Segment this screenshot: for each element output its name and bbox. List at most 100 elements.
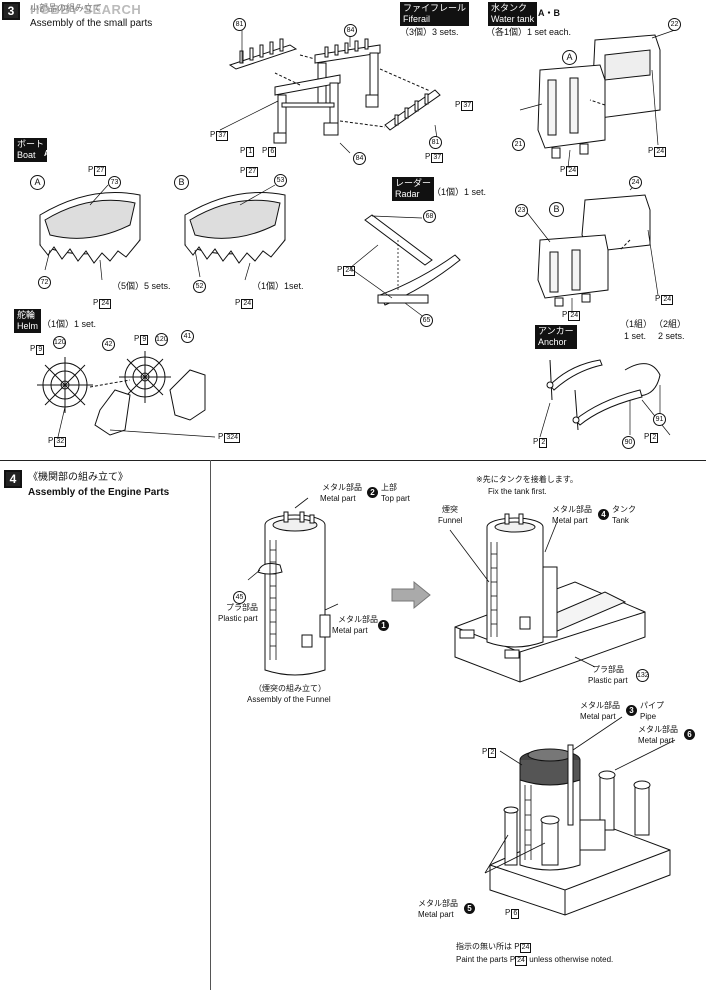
boat-part-52: 52 xyxy=(193,280,206,293)
radar-label-en: Radar xyxy=(395,189,420,199)
paint-note-code-2: 24 xyxy=(515,956,527,966)
watertank-paint-24-c-code: 24 xyxy=(661,295,674,305)
helm-part-120-b: 120 xyxy=(155,333,168,346)
paint-note-en-1: Paint the parts xyxy=(456,955,508,964)
fiferail-label-en: Fiferail xyxy=(403,14,431,24)
metal-number-6: 6 xyxy=(684,729,695,740)
pipe-paint-2-code: 2 xyxy=(488,748,497,758)
funnel-top-part-en: Top part xyxy=(381,494,410,503)
anchor-label: アンカー Anchor xyxy=(535,325,577,349)
funnel-caption-jp: （煙突の組み立て） xyxy=(254,684,326,693)
helm-paint-9-a-code: 9 xyxy=(36,345,45,355)
tank-metal-part-jp: メタル部品 xyxy=(552,505,592,514)
fiferail-qty: （3個）3 sets. xyxy=(400,27,459,37)
assembly-arrow-icon xyxy=(391,580,431,610)
funnel-metal-number-2: 2 xyxy=(367,487,378,498)
watertank-label: 水タンク Water tank xyxy=(488,2,538,26)
boat-a-marker: A xyxy=(30,175,45,190)
funnel-assembly-diagram xyxy=(247,497,339,676)
watertank-qty: （各1個）1 set each. xyxy=(486,27,572,37)
pipe-metal-number-3: 3 xyxy=(626,705,637,716)
funnel-metal-number-1: 1 xyxy=(378,620,389,631)
watertank-a-marker: A xyxy=(562,50,577,65)
helm-paint-32-code: 32 xyxy=(54,437,67,447)
anchor-part-91: 91 xyxy=(653,413,666,426)
step-4-title-en: Assembly of the Engine Parts xyxy=(28,487,170,498)
step-3-number: 3 xyxy=(2,2,20,20)
boat-variant: A・B xyxy=(44,149,64,158)
bottom-paint-6-code: 6 xyxy=(511,909,520,919)
paint-note-en-2: unless otherwise noted. xyxy=(529,955,614,964)
metal-part-6-en: Metal part xyxy=(638,736,674,745)
watertank-part-24: 24 xyxy=(629,176,642,189)
boat-label-en: Boat xyxy=(17,150,36,160)
helm-part-41: 41 xyxy=(181,330,194,343)
funnel-top-part-jp: 上部 xyxy=(381,483,397,492)
step-4-title-jp: 《機関部の組み立て》 xyxy=(28,472,128,483)
boat-paint-24-b-code: 24 xyxy=(241,299,254,309)
engine-base-diagram xyxy=(449,513,646,683)
boat-b-qty: （1個）1set. xyxy=(252,281,304,291)
pipe-label-en: Pipe xyxy=(640,712,657,721)
fiferail-paint-37-a-code: 37 xyxy=(216,131,229,141)
fiferail-part-84-b: 84 xyxy=(353,152,366,165)
fix-tank-note-jp: ※先にタンクを接着します。 xyxy=(476,475,578,484)
watertank-diagram xyxy=(519,29,676,312)
step-4-number: 4 xyxy=(4,470,22,488)
radar-label-jp: レーダー xyxy=(395,178,432,188)
section-divider-horizontal xyxy=(0,460,706,461)
helm-diagram xyxy=(37,351,216,438)
watertank-label-jp: 水タンク xyxy=(491,3,528,13)
helm-label-en: Helm xyxy=(17,321,39,331)
base-plastic-part-jp: プラ部品 xyxy=(592,665,624,674)
bottom-metal-part-jp: メタル部品 xyxy=(418,899,458,908)
fiferail-part-81-b: 81 xyxy=(429,136,442,149)
anchor-qty-2: （2組） xyxy=(654,319,687,329)
funnel-plastic-part-jp: プラ部品 xyxy=(226,603,258,612)
base-plastic-part-en: Plastic part xyxy=(588,676,628,685)
boat-paint-27-a-code: 27 xyxy=(94,166,107,176)
radar-part-68: 68 xyxy=(423,210,436,223)
anchor-qty-1: （1組） xyxy=(620,319,653,329)
watertank-b-marker: B xyxy=(549,202,564,217)
fiferail-part-81-a: 81 xyxy=(233,18,246,31)
watertank-paint-24-d-code: 24 xyxy=(568,311,581,321)
bottom-metal-number-5: 5 xyxy=(464,903,475,914)
boat-diagram xyxy=(39,184,286,281)
boat-label-jp: ボート xyxy=(17,139,45,149)
anchor-qty-2-en: 2 sets. xyxy=(658,331,685,341)
engine-top-diagram xyxy=(484,716,676,916)
step-3-title-en: Assembly of the small parts xyxy=(30,18,153,29)
boat-paint-27-b-code: 27 xyxy=(246,167,259,177)
tank-label-jp: タンク xyxy=(612,505,636,514)
boat-a-qty: （5個）5 sets. xyxy=(112,281,171,291)
funnel-metal-part-1-en: Metal part xyxy=(332,626,368,635)
watertank-variant: A・B xyxy=(538,8,560,18)
fiferail-part-84-a: 84 xyxy=(344,24,357,37)
watertank-part-21: 21 xyxy=(512,138,525,151)
funnel-metal-part-1-jp: メタル部品 xyxy=(338,615,378,624)
anchor-diagram xyxy=(539,359,671,438)
helm-label: 舵輪 Helm xyxy=(14,309,42,333)
anchor-paint-2-a-code: 2 xyxy=(539,438,548,448)
hobby-search-watermark: HOBBY SEARCH xyxy=(30,2,142,17)
radar-part-65: 65 xyxy=(420,314,433,327)
helm-part-42: 42 xyxy=(102,338,115,351)
helm-qty: （1個）1 set. xyxy=(42,319,97,329)
funnel-label-jp: 煙突 xyxy=(442,505,458,514)
anchor-label-en: Anchor xyxy=(538,337,567,347)
